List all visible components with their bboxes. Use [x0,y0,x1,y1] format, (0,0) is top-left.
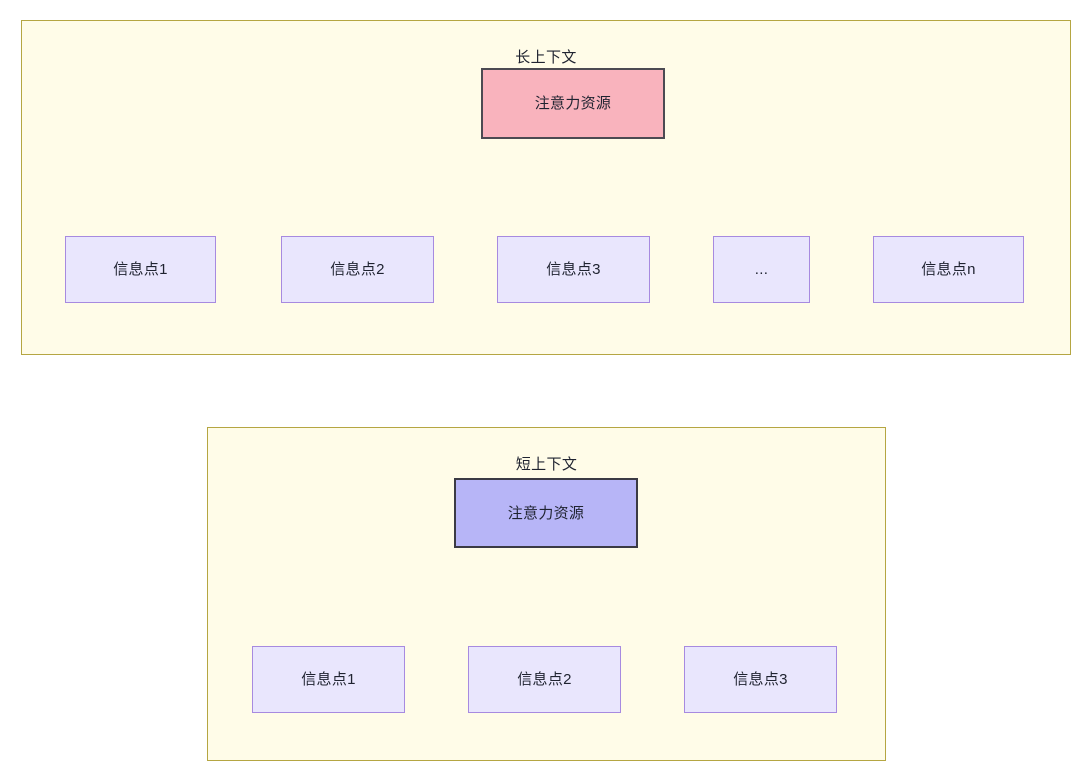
node-label: 信息点2 [517,671,572,688]
group-long-context-title: 长上下文 [515,49,577,66]
node-label: 注意力资源 [507,504,585,522]
node-short-info-1[interactable]: 信息点1 [252,646,405,713]
node-label: 信息点3 [546,261,601,278]
node-label: 信息点1 [301,671,356,688]
node-short-info-2[interactable]: 信息点2 [468,646,621,713]
node-long-info-3[interactable]: 信息点3 [497,236,650,303]
node-long-info-2[interactable]: 信息点2 [281,236,434,303]
node-long-attention-resource[interactable]: 注意力资源 [481,68,665,139]
group-short-context-title: 短上下文 [515,456,578,473]
node-label: 信息点3 [733,671,788,688]
node-label: 信息点1 [113,261,168,278]
node-short-info-3[interactable]: 信息点3 [684,646,837,713]
node-long-info-ellipsis[interactable]: ... [713,236,810,303]
node-label: 注意力资源 [534,95,612,112]
node-label: ... [754,261,769,278]
node-long-info-n[interactable]: 信息点n [873,236,1024,303]
node-short-attention-resource[interactable]: 注意力资源 [454,478,638,548]
node-label: 信息点2 [330,261,385,278]
node-long-info-1[interactable]: 信息点1 [65,236,216,303]
node-label: 信息点n [921,261,976,278]
